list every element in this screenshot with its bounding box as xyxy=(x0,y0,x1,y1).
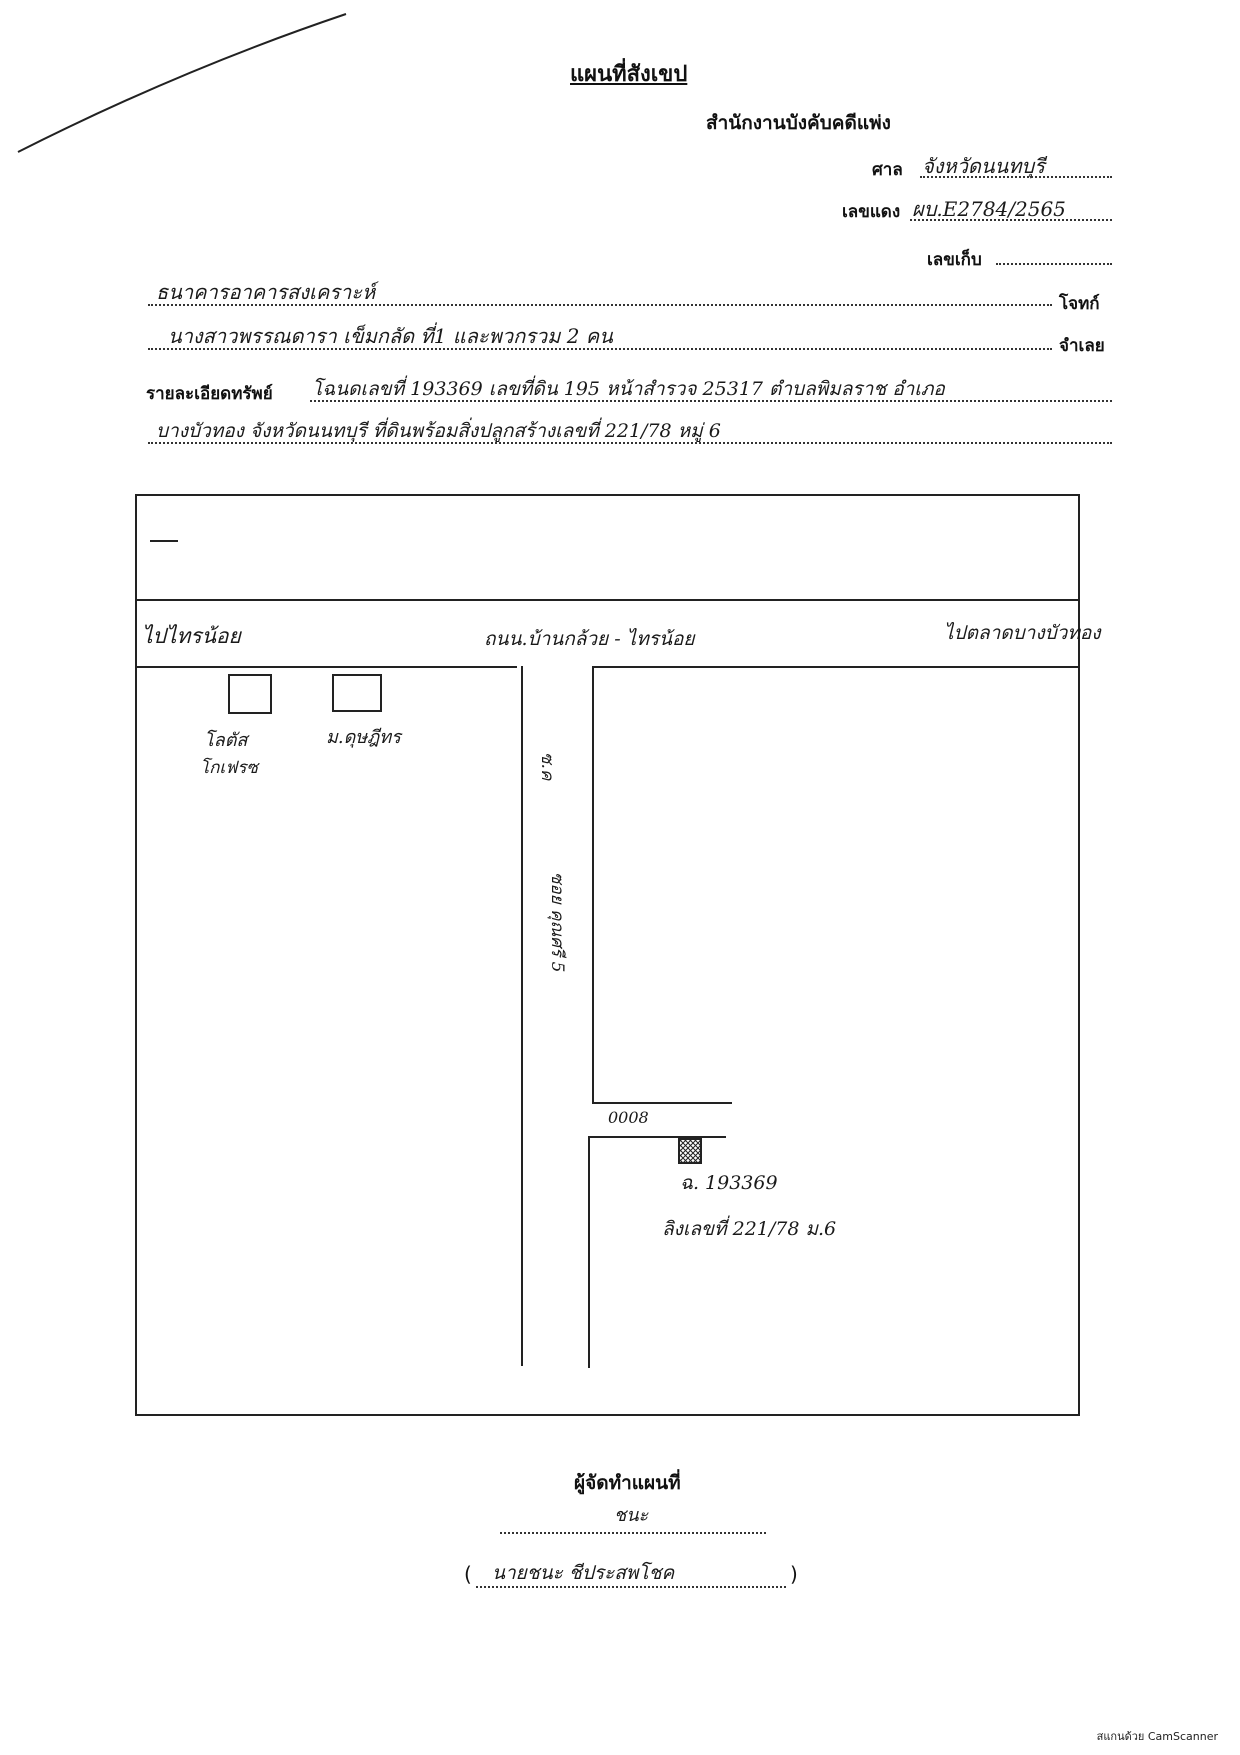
defendant-dots xyxy=(148,348,1052,350)
map-stray-mark xyxy=(150,540,178,542)
main-road-label: ถนน.บ้านกล้วย - ไทรน้อย xyxy=(484,628,695,650)
signature-dots xyxy=(500,1532,766,1534)
page-title: แผนที่สังเขป xyxy=(570,62,688,87)
soi-side-mark: ซ.ค xyxy=(537,752,557,781)
property-dots-2 xyxy=(148,442,1112,444)
plaintiff-dots xyxy=(148,304,1052,306)
main-road-top-edge xyxy=(137,599,1078,601)
property-label: รายละเอียดทรัพย์ xyxy=(146,384,273,404)
sketch-map-frame xyxy=(135,494,1080,1416)
plaintiff-value: ธนาคารอาคารสงเคราะห์ xyxy=(156,280,376,304)
village-building-marker xyxy=(332,674,382,712)
target-lot-hatched-marker xyxy=(678,1138,702,1164)
defendant-value: นางสาวพรรณดารา เข็มกลัด ที่1 และพวกรวม 2… xyxy=(168,324,613,348)
defendant-label: จำเลย xyxy=(1059,336,1105,356)
court-dots xyxy=(920,176,1112,178)
soi-right-edge-upper xyxy=(592,666,594,1104)
deed-number-label: ฉ. 193369 xyxy=(680,1172,778,1194)
maker-name: นายชนะ ชีประสพโชค xyxy=(492,1562,675,1584)
plaintiff-label: โจทก์ xyxy=(1059,294,1100,314)
pen-stroke-mark xyxy=(17,13,347,153)
maker-signature: ชนะ xyxy=(614,1505,649,1526)
red-case-dots xyxy=(910,219,1112,221)
main-road-bottom-edge-right xyxy=(592,666,1078,668)
map-maker-label: ผู้จัดทำแผนที่ xyxy=(574,1472,681,1494)
lotus-building-marker xyxy=(228,674,272,714)
camscanner-watermark: สแกนด้วย CamScanner xyxy=(1096,1730,1218,1743)
to-bangbuathong-label: ไปตลาดบางบัวทอง xyxy=(944,622,1101,644)
soi-name-label: ซอย คุณศรี 5 xyxy=(547,872,567,973)
name-dots xyxy=(476,1586,786,1588)
name-open-paren: ( xyxy=(464,1562,472,1586)
lotus-sub-label: โกเฟรซ xyxy=(200,758,258,778)
property-line-2: บางบัวทอง จังหวัดนนทบุรี ที่ดินพร้อมสิ่ง… xyxy=(156,420,721,442)
office-name: สำนักงานบังคับคดีแพ่ง xyxy=(706,112,891,134)
to-sainoi-label: ไปไทรน้อย xyxy=(142,624,241,648)
main-road-bottom-edge-left xyxy=(137,666,517,668)
red-case-value: ผบ.E2784/2565 xyxy=(912,197,1066,221)
lotus-label: โลตัส xyxy=(204,730,248,751)
name-close-paren: ) xyxy=(790,1562,798,1586)
soi-left-edge xyxy=(521,666,523,1366)
keep-no-label: เลขเก็บ xyxy=(927,250,982,270)
alley-number-label: 0008 xyxy=(608,1108,649,1127)
property-dots-1 xyxy=(310,400,1112,402)
court-label: ศาล xyxy=(872,160,903,180)
property-line-1: โฉนดเลขที่ 193369 เลขที่ดิน 195 หน้าสำรว… xyxy=(312,378,945,400)
court-value: จังหวัดนนทบุรี xyxy=(922,154,1045,178)
side-alley-top-edge xyxy=(592,1102,732,1104)
keep-no-dots xyxy=(996,263,1112,265)
side-alley-bottom-edge xyxy=(588,1136,726,1138)
red-case-label: เลขแดง xyxy=(842,202,901,222)
house-number-label: ลิงเลขที่ 221/78 ม.6 xyxy=(662,1218,837,1240)
soi-right-edge-lower xyxy=(588,1136,590,1368)
village-label: ม.ดุษฎีทร xyxy=(326,727,401,748)
